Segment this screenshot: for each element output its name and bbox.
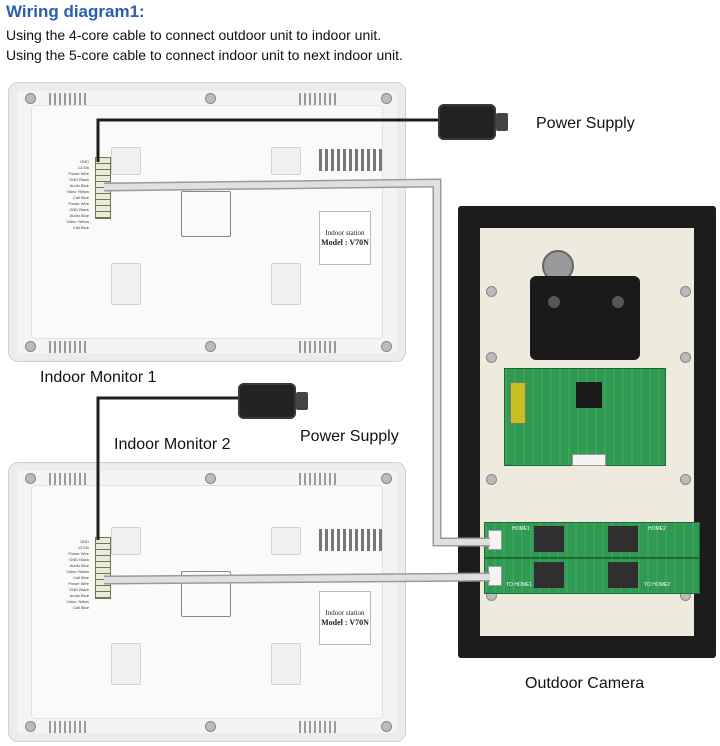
screw-icon xyxy=(680,352,691,363)
terminal-connector xyxy=(95,157,111,219)
power-adapter-icon xyxy=(438,104,508,140)
power-adapter-icon xyxy=(238,383,308,419)
screw-icon xyxy=(381,721,392,732)
mount-slot xyxy=(271,147,301,175)
bottom-vent-left xyxy=(49,721,86,733)
relay xyxy=(534,526,564,552)
screw-icon xyxy=(205,473,216,484)
screw-icon xyxy=(381,93,392,104)
top-vent-right xyxy=(299,93,336,105)
top-vent-right xyxy=(299,473,336,485)
gray-cable-monitor1-to-camera-inner xyxy=(103,179,490,545)
diagram-title: Wiring diagram1: xyxy=(6,2,145,21)
outdoor-camera: HOME1 HOME2 TO HOME1 TO HOME2 xyxy=(458,206,716,658)
mount-slot xyxy=(111,527,141,555)
screw-icon xyxy=(205,93,216,104)
mount-slot xyxy=(181,191,231,237)
model-sticker: Indoor station Model : V70N xyxy=(319,591,371,645)
black-cable-power-1 xyxy=(96,118,440,162)
mount-slot xyxy=(271,263,301,305)
screw-icon xyxy=(486,352,497,363)
indoor-monitor-1-label: Indoor Monitor 1 xyxy=(40,369,157,386)
chip xyxy=(576,382,602,408)
screw-icon xyxy=(25,341,36,352)
mount-slot xyxy=(111,263,141,305)
top-vent-left xyxy=(49,93,86,105)
screw-icon xyxy=(205,341,216,352)
bottom-vent-right xyxy=(299,341,336,353)
screw-icon xyxy=(486,474,497,485)
relay xyxy=(608,526,638,552)
power-supply-label-1: Power Supply xyxy=(536,115,635,132)
board-label-home1: HOME1 xyxy=(512,526,530,532)
model-sticker: Indoor station Model : V70N xyxy=(319,211,371,265)
gray-cable-monitor1-to-camera xyxy=(103,178,490,547)
mount-slot xyxy=(271,643,301,685)
screw-icon xyxy=(486,286,497,297)
indoor-monitor-2-label: Indoor Monitor 2 xyxy=(114,436,231,453)
black-cable-power-2 xyxy=(96,396,240,540)
board-label-to-home1: TO HOME1 xyxy=(506,582,533,588)
outdoor-camera-label: Outdoor Camera xyxy=(525,675,645,692)
mount-slot xyxy=(271,527,301,555)
screw-icon xyxy=(381,473,392,484)
mount-slot xyxy=(111,147,141,175)
screw-icon xyxy=(680,474,691,485)
screw-icon xyxy=(25,473,36,484)
side-vent xyxy=(319,149,382,171)
side-vent xyxy=(319,529,382,551)
bottom-vent-right xyxy=(299,721,336,733)
screw-icon xyxy=(25,93,36,104)
terminal-board-2 xyxy=(484,558,700,594)
gray-cable-monitor2-to-camera-inner xyxy=(103,574,491,583)
ir-sensor-icon xyxy=(548,296,560,308)
camera-module xyxy=(530,276,640,360)
screw-icon xyxy=(25,721,36,732)
screw-icon xyxy=(205,721,216,732)
relay xyxy=(608,562,638,588)
board-label-home2: HOME2 xyxy=(648,526,666,532)
board-label-to-home2: TO HOME2 xyxy=(644,582,671,588)
instruction-line-1: Using the 4-core cable to connect outdoo… xyxy=(6,27,382,43)
capacitor xyxy=(510,382,526,424)
top-vent-left xyxy=(49,473,86,485)
white-connector xyxy=(572,454,606,466)
bottom-vent-left xyxy=(49,341,86,353)
screw-icon xyxy=(680,286,691,297)
relay xyxy=(534,562,564,588)
mount-slot xyxy=(111,643,141,685)
terminal-board-1 xyxy=(484,522,700,558)
instruction-line-2: Using the 5-core cable to connect indoor… xyxy=(6,47,403,63)
ir-sensor-icon xyxy=(612,296,624,308)
screw-icon xyxy=(381,341,392,352)
power-supply-label-2: Power Supply xyxy=(300,428,399,445)
